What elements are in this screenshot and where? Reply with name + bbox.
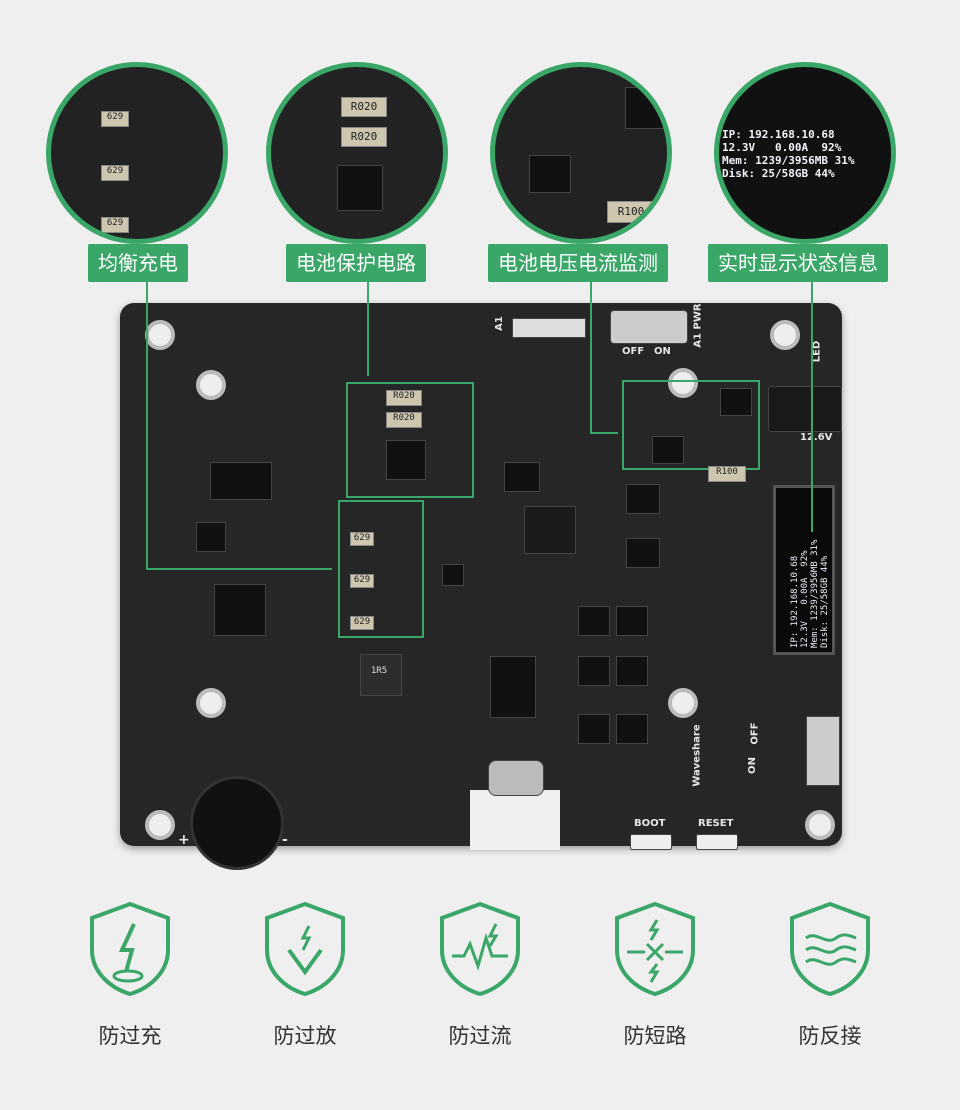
mcu-chip bbox=[214, 584, 266, 636]
resistor: 629 bbox=[101, 111, 129, 127]
ic-chip bbox=[625, 87, 667, 129]
leader-line bbox=[146, 568, 332, 570]
reverse-polarity-shield-icon bbox=[790, 901, 870, 997]
feature-label: 防反接 bbox=[798, 1024, 862, 1048]
mounting-hole bbox=[145, 320, 175, 350]
callout-monitor: 电池电压电流监测 bbox=[488, 244, 668, 282]
side-switch[interactable] bbox=[806, 716, 840, 786]
callout-protection-circuit: 电池保护电路 bbox=[286, 244, 426, 282]
boot-label: BOOT bbox=[634, 818, 666, 829]
leader-line bbox=[146, 282, 148, 570]
callout-balance-charging: 均衡充电 bbox=[88, 244, 188, 282]
zoom-balance-charging: 629 629 629 bbox=[46, 62, 228, 244]
pcb-notch bbox=[470, 790, 560, 850]
shunt-resistor: R020 bbox=[386, 412, 422, 428]
balance-charging-box bbox=[338, 500, 424, 638]
leader-line bbox=[367, 282, 369, 376]
ic-chip bbox=[196, 522, 226, 552]
feature-reverse-polarity: 防反接 bbox=[775, 898, 885, 1050]
voltage-label: 12.6V bbox=[800, 432, 833, 443]
potentiometer-knob[interactable] bbox=[190, 776, 284, 870]
feature-label: 防短路 bbox=[623, 1024, 687, 1048]
resistor: 629 bbox=[101, 217, 129, 233]
shunt-resistor: R020 bbox=[341, 97, 387, 117]
on-label: ON bbox=[654, 346, 671, 357]
standoff bbox=[196, 370, 226, 400]
standoff bbox=[668, 368, 698, 398]
shunt-resistor: R020 bbox=[386, 390, 422, 406]
leader-line bbox=[590, 282, 592, 432]
feature-label: 防过充 bbox=[98, 1024, 162, 1048]
ic-chip bbox=[626, 484, 660, 514]
mosfet bbox=[578, 606, 610, 636]
inductor bbox=[360, 654, 402, 696]
resistor: 629 bbox=[350, 616, 374, 630]
boot-button[interactable] bbox=[630, 834, 672, 850]
mosfet bbox=[616, 606, 648, 636]
short-circuit-shield-icon bbox=[615, 901, 695, 997]
feature-label: 防过流 bbox=[448, 1024, 512, 1048]
mounting-hole bbox=[805, 810, 835, 840]
ic-chip bbox=[386, 440, 426, 480]
feature-overcurrent: 防过流 bbox=[425, 898, 535, 1050]
minus-label: - bbox=[282, 832, 288, 848]
switch-on-label: ON bbox=[746, 757, 758, 774]
inductor-label: 1R5 bbox=[370, 666, 388, 676]
ic-chip bbox=[490, 656, 536, 718]
mounting-hole bbox=[145, 810, 175, 840]
mosfet bbox=[616, 656, 648, 686]
mosfet bbox=[578, 714, 610, 744]
shunt-resistor: R100 bbox=[708, 466, 746, 482]
mosfet bbox=[578, 656, 610, 686]
monitor-circuit-box bbox=[622, 380, 760, 470]
plus-label: + bbox=[178, 832, 190, 848]
a1-label: A1 bbox=[493, 316, 505, 331]
feature-overdischarge: 防过放 bbox=[250, 898, 360, 1050]
processor-chip bbox=[524, 506, 576, 554]
overcharge-shield-icon bbox=[90, 901, 170, 997]
monitor-chip bbox=[720, 388, 752, 416]
shunt-resistor: R020 bbox=[341, 127, 387, 147]
resistor: 629 bbox=[101, 165, 129, 181]
power-switch[interactable] bbox=[610, 310, 688, 344]
a1-pwr-label: A1 PWR bbox=[692, 303, 704, 348]
ic-chip bbox=[442, 564, 464, 586]
feature-overcharge: 防过充 bbox=[75, 898, 185, 1050]
oled-display: IP: 192.168.10.68 12.3V 0.00A 92% Mem: 1… bbox=[773, 485, 835, 655]
usb-c-port[interactable] bbox=[488, 760, 544, 796]
overdischarge-shield-icon bbox=[265, 901, 345, 997]
callout-status-display: 实时显示状态信息 bbox=[708, 244, 888, 282]
resistor: 629 bbox=[350, 574, 374, 588]
monitor-chip bbox=[652, 436, 684, 464]
brand-logo: Waveshare bbox=[691, 724, 703, 787]
ic-chip bbox=[626, 538, 660, 568]
reset-button[interactable] bbox=[696, 834, 738, 850]
ic-chip bbox=[337, 165, 383, 211]
zoom-monitor-circuit: R100 bbox=[490, 62, 672, 244]
zoom-protection-circuit: R020 R020 bbox=[266, 62, 448, 244]
reset-label: RESET bbox=[698, 818, 734, 829]
ic-chip bbox=[504, 462, 540, 492]
switch-off-label: OFF bbox=[749, 722, 761, 745]
mounting-hole bbox=[770, 320, 800, 350]
resistor: 629 bbox=[350, 532, 374, 546]
feature-label: 防过放 bbox=[273, 1024, 337, 1048]
off-label: OFF bbox=[622, 346, 645, 357]
zoom-oled-text: IP: 192.168.10.68 12.3V 0.00A 92% Mem: 1… bbox=[722, 128, 855, 180]
leader-line bbox=[590, 432, 618, 434]
zoom-oled-display bbox=[714, 62, 896, 244]
oled-text: IP: 192.168.10.68 12.3V 0.00A 92% Mem: 1… bbox=[790, 539, 830, 648]
connector bbox=[512, 318, 586, 338]
overcurrent-shield-icon bbox=[440, 901, 520, 997]
protection-circuit-box bbox=[346, 382, 474, 498]
standoff bbox=[196, 688, 226, 718]
dc-jack bbox=[768, 386, 842, 432]
leader-line bbox=[811, 282, 813, 532]
feature-short-circuit: 防短路 bbox=[600, 898, 710, 1050]
standoff bbox=[668, 688, 698, 718]
ic-chip bbox=[210, 462, 272, 500]
mosfet bbox=[616, 714, 648, 744]
shunt-resistor: R100 bbox=[607, 201, 655, 223]
ic-chip bbox=[529, 155, 571, 193]
